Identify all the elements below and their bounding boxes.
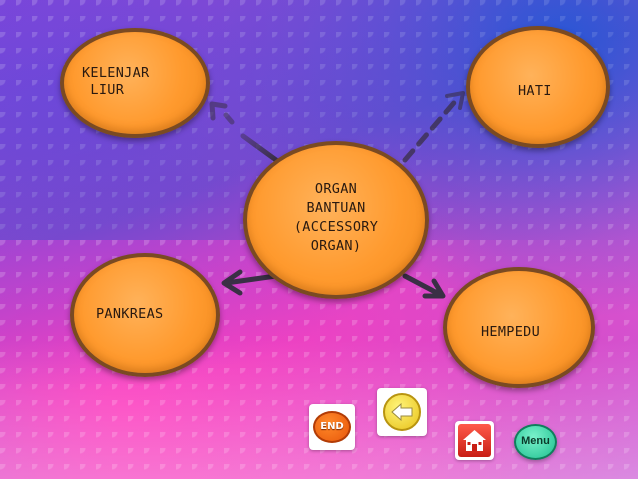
node-pankreas-label: PANKREAS [96, 306, 164, 322]
arrow-to-hempedu [402, 273, 446, 299]
center-node-organ-bantuan: ORGAN BANTUAN (ACCESSORY ORGAN) [243, 141, 429, 299]
center-node-line-2: BANTUAN [306, 200, 366, 216]
back-button[interactable] [377, 388, 427, 436]
end-button-disc [313, 411, 351, 443]
home-button[interactable] [455, 421, 494, 460]
arrow-to-pankreas [221, 269, 279, 296]
node-pankreas[interactable]: PANKREAS [70, 253, 220, 377]
menu-button[interactable]: Menu [514, 424, 557, 460]
end-button[interactable]: END [309, 404, 355, 450]
arrow-to-kelenjar-liur [209, 101, 279, 163]
node-kelenjar-liur[interactable]: KELENJAR LIUR [60, 28, 210, 138]
node-hati-label: HATI [518, 83, 552, 99]
house-icon [458, 424, 491, 457]
center-node-line-4: ORGAN) [310, 238, 362, 254]
menu-button-label: Menu [521, 435, 550, 447]
node-kelenjar-liur-label: KELENJAR LIUR [82, 65, 150, 98]
node-hati[interactable]: HATI [466, 26, 610, 148]
arrow-to-hati [402, 91, 465, 163]
center-node-line-1: ORGAN [314, 181, 358, 197]
node-hempedu-label: HEMPEDU [481, 324, 540, 340]
end-button-label: END [320, 421, 344, 432]
left-arrow-icon [383, 393, 421, 431]
node-hempedu[interactable]: HEMPEDU [443, 267, 595, 388]
center-node-line-3: (ACCESSORY [293, 219, 379, 235]
